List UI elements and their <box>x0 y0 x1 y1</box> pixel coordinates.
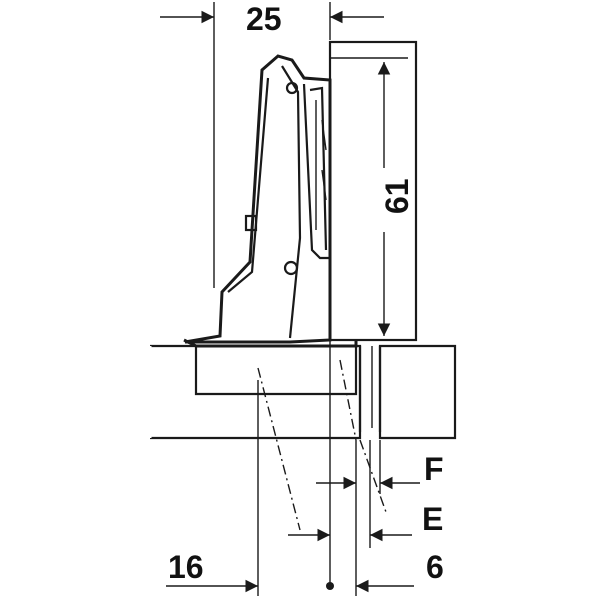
dim-e: E <box>288 440 443 548</box>
dim-cup-height: 61 <box>330 57 415 336</box>
label-e: E <box>422 501 443 537</box>
cup-recess <box>194 346 358 396</box>
cup-offset-label: 16 <box>168 549 204 585</box>
center-dot <box>326 582 334 590</box>
dim-gap-right: 6 <box>355 494 444 596</box>
gap-right-label: 6 <box>426 549 444 585</box>
overlay-width-label: 25 <box>246 1 282 37</box>
gap-slot <box>358 346 382 432</box>
label-f: F <box>424 451 444 487</box>
swing-path <box>257 359 387 531</box>
cup-height-label: 61 <box>379 178 415 214</box>
dim-overlay-width: 25 <box>160 1 384 288</box>
dim-cup-offset: 16 <box>166 380 259 596</box>
dim-f: F <box>316 440 444 494</box>
hinge-arm <box>183 54 358 348</box>
pivot-pin <box>283 260 299 276</box>
